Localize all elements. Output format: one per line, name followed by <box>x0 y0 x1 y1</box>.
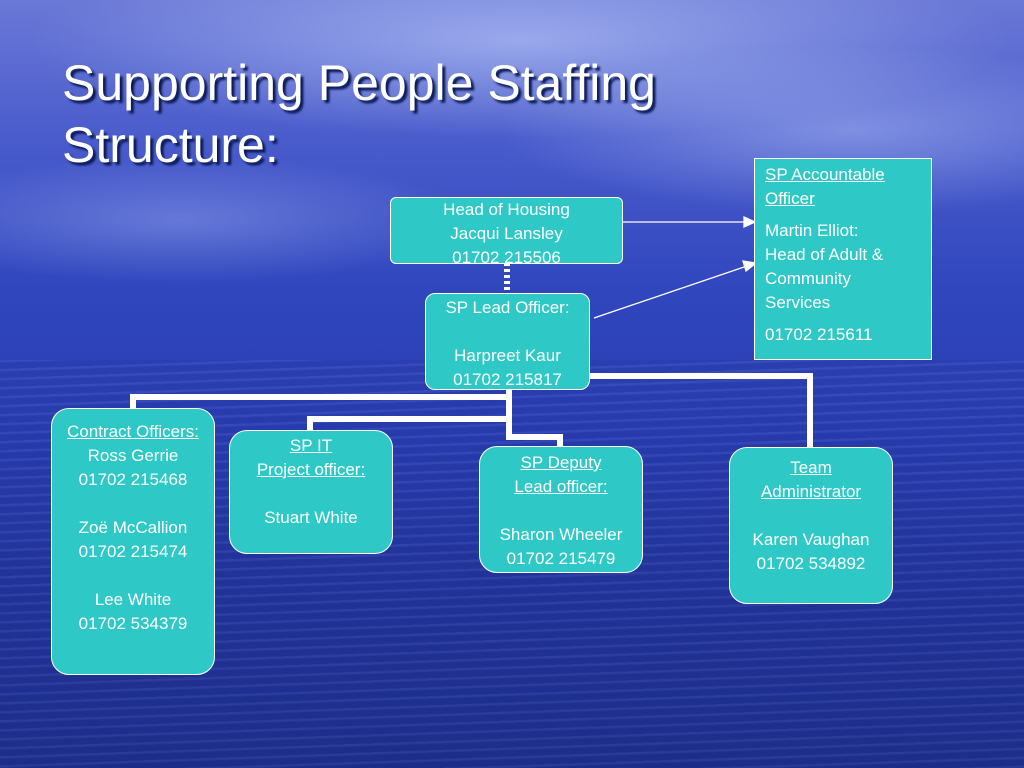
arrowhead-lead <box>742 260 758 273</box>
connector-to-deputy-lead <box>506 382 563 448</box>
lead-officer-box: SP Lead Officer: Harpreet Kaur 01702 215… <box>425 293 590 390</box>
arrow-lead-to-accountable <box>593 265 748 319</box>
slide-title: Supporting People Staffing Structure: <box>62 55 656 173</box>
it-officer-box: SP IT Project officer: Stuart White <box>229 430 393 554</box>
deputy-lead-box: SP Deputy Lead officer: Sharon Wheeler 0… <box>479 446 643 573</box>
head-of-housing-box: Head of Housing Jacqui Lansley 01702 215… <box>390 197 623 267</box>
arrowhead-housing <box>743 215 757 229</box>
team-admin-box: Team Administrator Karen Vaughan 01702 5… <box>729 447 893 604</box>
accountable-officer-box: SP Accountable Officer Martin Elliot: He… <box>754 158 932 360</box>
arrows-to-accountable-officer <box>593 215 758 319</box>
connector-to-team-admin <box>589 373 813 449</box>
contract-officers-box: Contract Officers: Ross Gerrie 01702 215… <box>51 408 215 675</box>
